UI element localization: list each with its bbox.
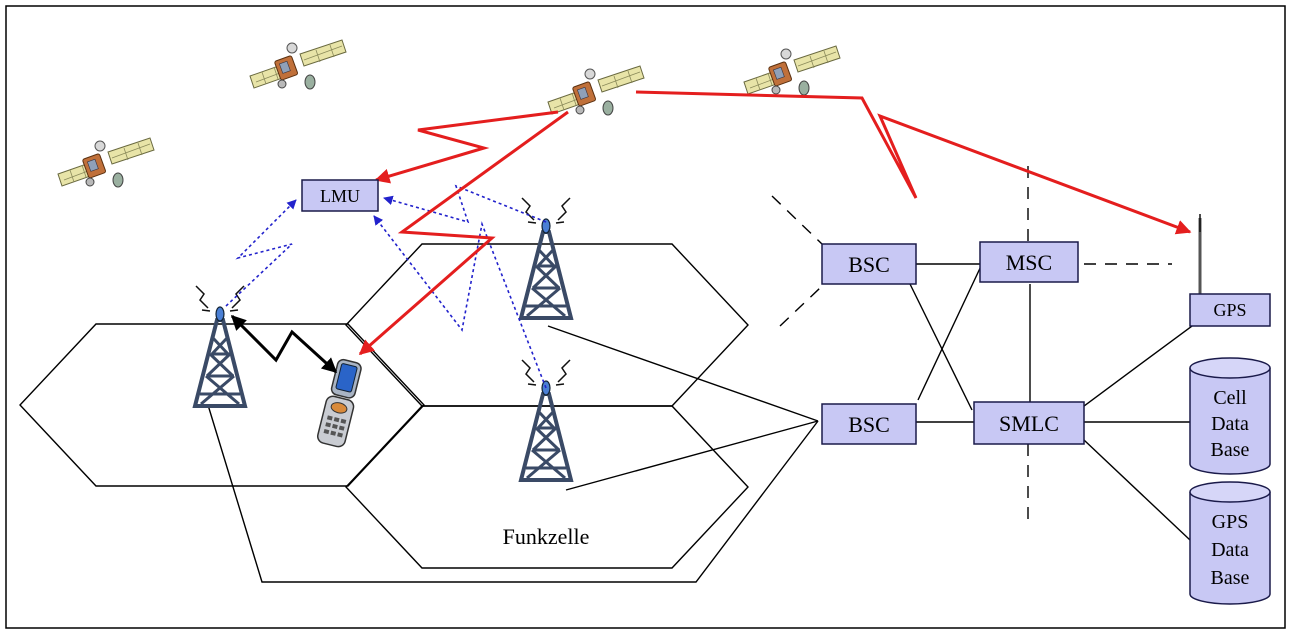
antenna-tower-icon: [519, 358, 573, 482]
msc-label: MSC: [1006, 250, 1052, 275]
bsc-bottom-label: BSC: [848, 412, 890, 437]
cell-hexagon-left: [19, 323, 425, 487]
smlc-label: SMLC: [999, 411, 1059, 436]
network-links: [547, 263, 1193, 541]
funkzelle-label: Funkzelle: [503, 524, 590, 549]
satellite-icon: [57, 137, 155, 188]
radio-cells: [19, 243, 819, 583]
msc-box: MSC: [979, 241, 1079, 283]
red-signal-links: [358, 90, 1192, 356]
antenna-tower-icon: [519, 196, 573, 320]
antenna-tower-icon: [193, 284, 247, 408]
blue-signal-links: [225, 184, 547, 389]
diagram-frame: [5, 5, 1286, 629]
mobile-phone-icon: [316, 358, 362, 448]
lmu-box: LMU: [301, 179, 379, 212]
gps-db-label-line2: Data: [1211, 539, 1249, 561]
cell-db-label-line1: Cell: [1213, 387, 1247, 409]
phone-tower-link: [230, 314, 338, 374]
satellite-icon: [743, 45, 841, 96]
cell-db-label-line2: Data: [1211, 413, 1249, 435]
gps-box: GPS: [1189, 293, 1271, 327]
gps-db-label-line1: GPS: [1212, 511, 1249, 533]
satellite-icon: [547, 65, 645, 116]
gps-db-label-line3: Base: [1211, 567, 1250, 589]
smlc-box: SMLC: [973, 401, 1085, 445]
database-cylinder-icon: Cell Data Base: [1189, 357, 1271, 475]
bsc-bottom-box: BSC: [821, 403, 917, 445]
bsc-top-label: BSC: [848, 252, 890, 277]
cell-outline-large: [207, 404, 819, 583]
database-cylinder-icon: GPS Data Base: [1189, 481, 1271, 605]
dashed-boundaries: [771, 166, 1172, 520]
cell-hexagon-bottom: [345, 405, 749, 569]
bsc-top-box: BSC: [821, 243, 917, 285]
gps-label: GPS: [1213, 300, 1246, 320]
cell-db-label-line3: Base: [1211, 439, 1250, 461]
satellite-icon: [249, 39, 347, 90]
lmu-label: LMU: [320, 186, 360, 206]
